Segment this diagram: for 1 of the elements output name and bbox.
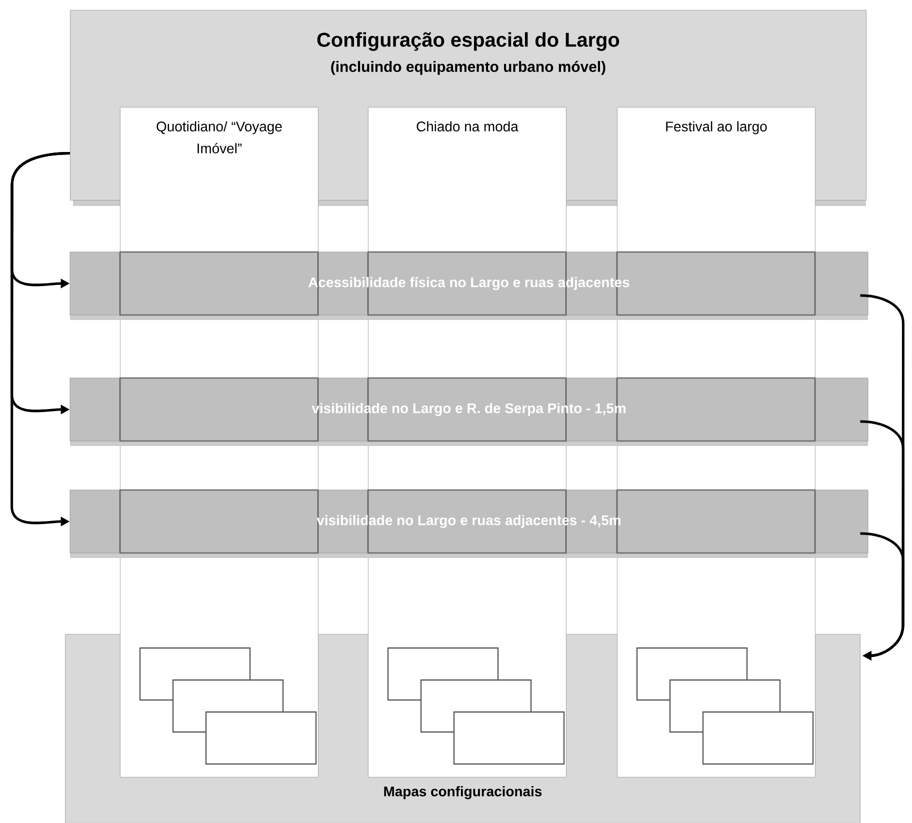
arrow — [860, 532, 904, 661]
